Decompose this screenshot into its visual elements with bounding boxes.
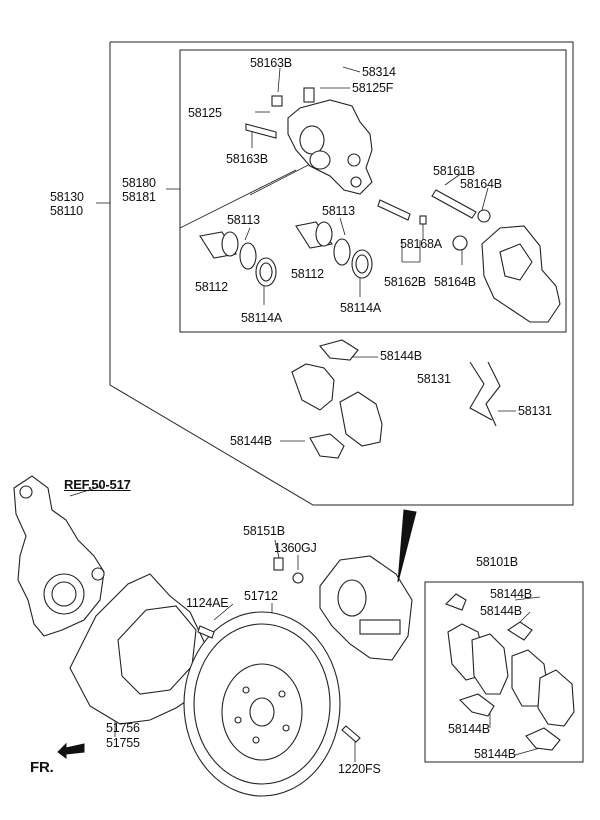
label-58114a-left: 58114A [241, 311, 282, 325]
label-58125f: 58125F [352, 81, 394, 95]
label-58180: 58180 [122, 176, 156, 190]
brake-rotor [183, 611, 341, 797]
label-58112-right: 58112 [291, 267, 324, 281]
label-58314: 58314 [362, 65, 396, 79]
label-1124ae: 1124AE [186, 596, 229, 610]
guide-pins [377, 189, 491, 251]
steering-knuckle [13, 475, 105, 637]
label-58144b-1: 58144B [380, 349, 422, 363]
assembly-frame [109, 41, 574, 506]
label-51755: 51755 [106, 736, 140, 750]
label-58163b-mid: 58163B [226, 152, 268, 166]
label-51712: 51712 [244, 589, 278, 603]
label-58114a-right: 58114A [340, 301, 381, 315]
label-58144b-kit-3: 58144B [448, 722, 490, 736]
pointer-arrow [397, 509, 417, 583]
label-58144b-kit-2: 58144B [480, 604, 522, 618]
label-58181: 58181 [122, 190, 156, 204]
caliper-box [179, 49, 567, 333]
label-58144b-kit-1: 58144B [490, 587, 532, 601]
piston-right [295, 221, 373, 279]
label-1220fs: 1220FS [338, 762, 381, 776]
pad-kit-parts [445, 593, 575, 751]
caliper-bracket [481, 225, 561, 323]
label-58110: 58110 [50, 204, 83, 218]
label-58112-left: 58112 [195, 280, 228, 294]
piston-left [199, 231, 277, 287]
caliper-assembly [319, 555, 413, 661]
pad-kit-box [424, 581, 584, 763]
label-58163b-top: 58163B [250, 56, 292, 70]
front-arrow [57, 742, 85, 759]
label-58161b: 58161B [433, 164, 475, 178]
label-58101b: 58101B [476, 555, 518, 569]
front-label: FR. [30, 759, 54, 776]
dust-shield [69, 573, 209, 725]
label-58131-1: 58131 [417, 372, 451, 386]
label-58164b-top: 58164B [460, 177, 502, 191]
label-58144b-kit-4: 58144B [474, 747, 516, 761]
bolts [197, 557, 361, 743]
label-58162b: 58162B [384, 275, 426, 289]
label-58130: 58130 [50, 190, 84, 204]
label-58164b-bot: 58164B [434, 275, 476, 289]
label-58144b-2: 58144B [230, 434, 272, 448]
label-58113-right: 58113 [322, 204, 355, 218]
ref-label: REF.50-517 [64, 477, 131, 492]
label-58131-2: 58131 [518, 404, 552, 418]
label-58151b: 58151B [243, 524, 285, 538]
caliper-body [245, 87, 373, 195]
pads-mid [291, 339, 501, 459]
label-1360gj: 1360GJ [274, 541, 317, 555]
label-58168a: 58168A [400, 237, 442, 251]
label-51756: 51756 [106, 721, 140, 735]
label-58113-left: 58113 [227, 213, 260, 227]
label-58125: 58125 [188, 106, 222, 120]
